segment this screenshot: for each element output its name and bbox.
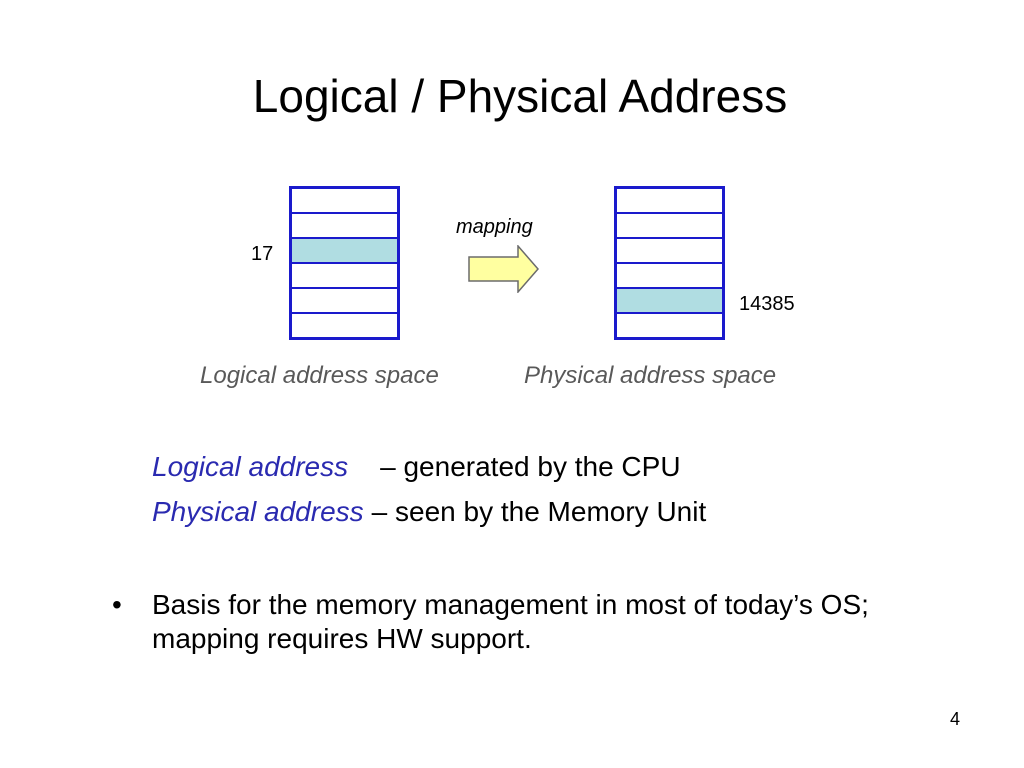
definition-term: Physical address <box>152 496 364 527</box>
definition-desc: – generated by the CPU <box>380 451 681 482</box>
physical-caption: Physical address space <box>524 362 777 389</box>
bullet-text: Basis for the memory management in most … <box>152 589 869 654</box>
logical-caption: Logical address space <box>200 362 439 389</box>
mapping-label: mapping <box>456 216 533 238</box>
definition-term: Logical address <box>152 451 349 482</box>
definition-logical: Logical address – generated by the CPU <box>152 450 681 484</box>
memory-cell <box>617 214 722 239</box>
logical-memory-column <box>289 186 400 340</box>
mapping-arrow-icon <box>468 245 539 293</box>
memory-cell <box>617 189 722 214</box>
definition-physical: Physical address– seen by the Memory Uni… <box>152 495 706 529</box>
physical-index-label: 14385 <box>739 293 795 315</box>
memory-cell <box>292 264 397 289</box>
memory-cell <box>292 289 397 314</box>
memory-cell <box>617 264 722 289</box>
slide-title: Logical / Physical Address <box>252 70 788 122</box>
definition-desc: – seen by the Memory Unit <box>371 496 707 527</box>
memory-cell <box>617 314 722 337</box>
memory-cell-highlighted <box>292 239 397 264</box>
memory-cell <box>292 214 397 239</box>
bullet-marker: • <box>112 589 122 620</box>
memory-cell-highlighted <box>617 289 722 314</box>
logical-index-label: 17 <box>251 243 274 265</box>
page-number: 4 <box>950 709 961 729</box>
memory-cell <box>292 189 397 214</box>
physical-memory-column <box>614 186 725 340</box>
memory-cell <box>617 239 722 264</box>
memory-cell <box>292 314 397 337</box>
